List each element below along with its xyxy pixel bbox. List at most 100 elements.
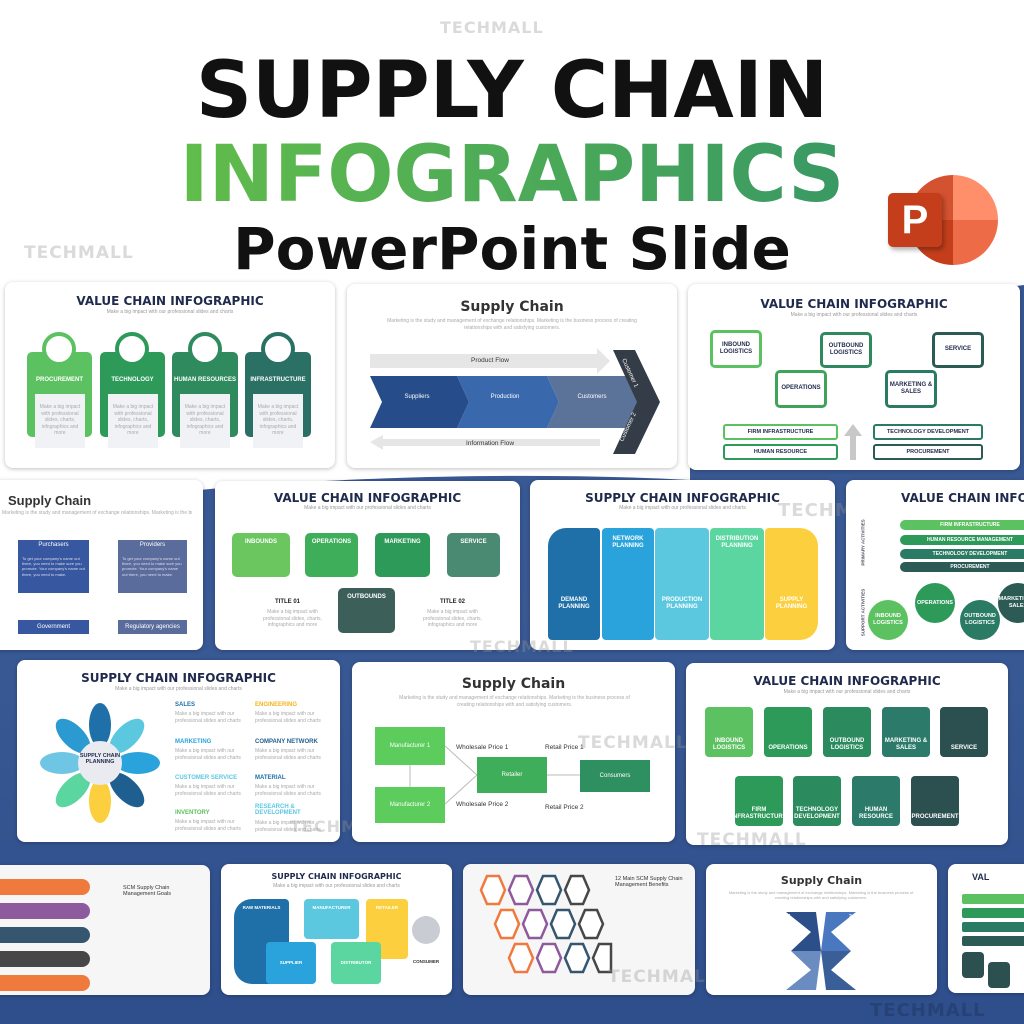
slide-shape (962, 936, 1024, 946)
slide-label: 3 (788, 981, 791, 987)
slide-label: TECHNOLOGY DEVELOPMENT (900, 549, 1024, 559)
watermark: TECHMALL (870, 1000, 986, 1021)
flow-arrows (370, 348, 660, 454)
slide-label: INBOUND LOGISTICS (710, 330, 762, 368)
clock-icon (42, 332, 76, 366)
slide-label: SUPPLY CHAIN PLANNING (79, 753, 121, 765)
slide-label: Make a big impact with our professional … (175, 819, 241, 832)
slide-label: INBOUNDS (232, 533, 290, 577)
watermark: TECHMALL (578, 733, 688, 753)
slide-label: Marketing is the study and management of… (387, 318, 637, 331)
cycle-diagram (786, 912, 856, 990)
slide-shape (962, 908, 1024, 918)
slide-thumbnail-supply-chain-pricing[interactable]: Supply Chain Marketing is the study and … (352, 662, 675, 842)
hexagon-grid (479, 874, 613, 974)
slide-thumbnail-supply-chain-flow[interactable]: Supply Chain Marketing is the study and … (347, 284, 677, 468)
slide-label: SCM Supply Chain Management Goals (123, 885, 171, 897)
slide-label: OUTBOUND LOGISTICS (960, 600, 1000, 640)
slide-label: RESEARCH & DEVELOPMENT (255, 804, 301, 816)
slide-label: Customers (577, 394, 607, 400)
slide-label: 1 (788, 914, 791, 920)
slide-label: To get your company's name out there, yo… (122, 556, 182, 577)
slide-label: OPERATIONS (775, 370, 827, 408)
slide-label: Make a big impact with our professional … (783, 689, 911, 695)
slide-label: Make a big impact with our professional … (790, 312, 918, 318)
slide-thumbnail-supply-chain-parties[interactable]: Supply Chain Marketing is the study and … (0, 480, 203, 650)
slide-label: 4 (849, 981, 852, 987)
slide-thumbnail-scm-goals[interactable]: SCM Supply Chain Management Goals (0, 865, 210, 995)
slide-thumbnail-scm-benefits[interactable]: 12 Main SCM Supply Chain Management Bene… (463, 864, 695, 995)
bar-chart-icon (188, 332, 222, 366)
slide-label: FIRM INFRASTRUCTURE (723, 424, 838, 440)
slide-label: DISTRIBUTOR (331, 942, 381, 984)
slide-thumbnail-supply-chain-planning[interactable]: SUPPLY CHAIN INFOGRAPHIC Make a big impa… (530, 480, 835, 650)
slide-shape (962, 894, 1024, 904)
slide-thumbnail-value-chain-2[interactable]: VALUE CHAIN INFOGRAPHIC Make a big impac… (688, 284, 1020, 470)
slide-label: SUPPLIER (266, 942, 316, 984)
mobile-icon (261, 332, 295, 366)
slide-label: Retail Price 2 (545, 804, 584, 811)
slide-label: Suppliers (404, 394, 430, 400)
slide-label: SERVICE (940, 707, 988, 757)
slide-label: Make a big impact with our professional … (273, 883, 400, 889)
slide-label: Make a big impact with our professional … (255, 748, 321, 761)
slide-label: MANUFACTURER (304, 899, 359, 939)
slide-label: VALUE CHAIN INFOGRAPHIC (760, 297, 948, 311)
slide-thumbnail-supply-chain-planning-wheel[interactable]: SUPPLY CHAIN INFOGRAPHIC Make a big impa… (17, 660, 340, 842)
slide-thumbnail-value-chain-4[interactable]: VALUE CHAIN INFOGRAPHIC PRIMARY ACTIVITI… (846, 480, 1024, 650)
slide-label: Make a big impact with professional slid… (108, 394, 158, 448)
slide-label: Make a big impact with professional slid… (423, 609, 482, 628)
slide-label: Regulatory agencies (118, 620, 187, 634)
slide-label: PRODUCTION PLANNING (655, 528, 709, 640)
slide-label: TITLE 01 (275, 599, 301, 605)
slide-label: Make a big impact with professional slid… (180, 394, 230, 448)
slide-label: OPERATIONS (764, 707, 812, 757)
slide-shape (412, 916, 440, 944)
slide-label: CUSTOMER SERVICE (175, 775, 238, 781)
slide-label: INBOUND LOGISTICS (705, 707, 753, 757)
slide-thumbnail-supply-chain-arrows[interactable]: SUPPLY CHAIN INFOGRAPHIC Make a big impa… (221, 864, 452, 995)
slide-label: OUTBOUND LOGISTICS (823, 707, 871, 757)
slide-label: To get your company's name out there, yo… (22, 556, 85, 577)
slide-thumbnail-supply-chain-cycle[interactable]: Supply Chain Marketing is the study and … (706, 864, 937, 995)
watermark: TECHMALL (440, 18, 544, 37)
slide-shape (962, 952, 984, 978)
slide-label: MARKETING (375, 533, 430, 577)
slide-thumbnail-value-chain-1[interactable]: VALUE CHAIN INFOGRAPHIC Make a big impac… (5, 282, 335, 468)
slide-label: VALUE CHAIN INFOGRAPHIC (273, 491, 462, 505)
slide-label: Retail Price 1 (545, 744, 584, 751)
presentation-icon (115, 332, 149, 366)
slide-thumbnail-value-chain-6[interactable]: VAL (948, 864, 1024, 993)
slide-label: Make a big impact with our professional … (255, 711, 321, 724)
slide-shape (0, 951, 90, 967)
title-line-2: INFOGRAPHICS (0, 136, 1024, 214)
slide-thumbnail-value-chain-3[interactable]: VALUE CHAIN INFOGRAPHIC Make a big impac… (215, 481, 520, 650)
slide-label: MARKETING & SALES (998, 583, 1024, 623)
slide-label: NETWORK PLANNING (602, 528, 654, 640)
watermark: TECHMALL (608, 967, 718, 987)
slide-thumbnail-value-chain-5[interactable]: VALUE CHAIN INFOGRAPHIC Make a big impac… (686, 663, 1008, 845)
slide-label: INVENTORY (175, 810, 210, 816)
slide-label: Supply Chain (780, 874, 863, 887)
slide-label: MARKETING & SALES (882, 707, 930, 757)
slide-label: Make a big impact with our professional … (175, 748, 241, 761)
planning-wheel (40, 703, 160, 823)
slide-label: ENGINEERING (255, 702, 298, 708)
title-line-1: SUPPLY CHAIN (195, 46, 829, 136)
watermark: TECHMALL (697, 830, 807, 850)
slide-label: Marketing is the study and management of… (728, 890, 914, 901)
watermark: TECHMALL (24, 243, 134, 263)
slide-label: COMPANY NETWORK (255, 739, 318, 745)
slide-label: MARKETING & SALES (885, 370, 937, 408)
slide-label: SUPPLY CHAIN INFOGRAPHIC (585, 491, 780, 505)
slide-label: Providers (139, 542, 166, 548)
slide-label: MARKETING (175, 739, 212, 745)
slide-label: Manufacturer 1 (375, 727, 445, 765)
slide-label: HUMAN RESOURCE (852, 776, 900, 826)
slide-label: VALUE CHAIN INFOGRAPHIC (901, 491, 1024, 505)
slide-label: OUTBOUND LOGISTICS (820, 332, 872, 368)
slide-label: SALES (175, 702, 196, 708)
slide-label: Wholesale Price 1 (456, 744, 509, 751)
slide-label: VAL (972, 872, 990, 882)
arrow-up-icon (844, 424, 862, 460)
